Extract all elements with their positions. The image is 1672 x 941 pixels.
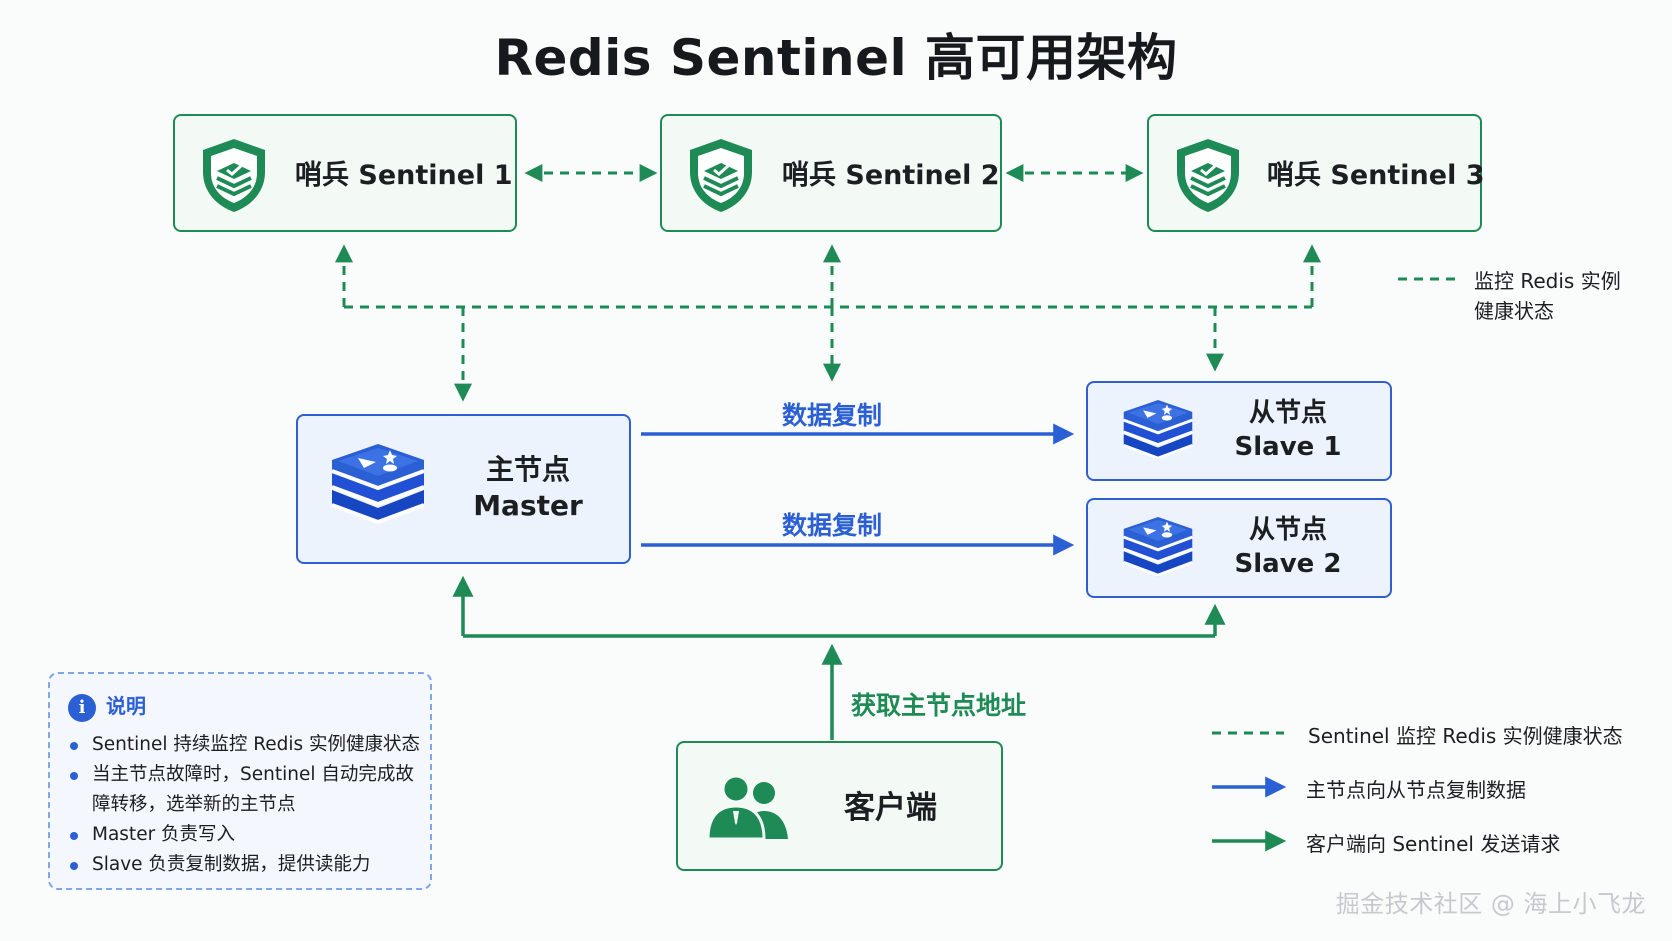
master-label: 主节点 Master [463, 452, 593, 525]
slave-2-label: 从节点 Slave 2 [1228, 514, 1348, 582]
client-label: 客户端 [844, 790, 937, 826]
slave-1-node[interactable]: 从节点 Slave 1 [1086, 381, 1392, 481]
master-line1: 主节点 [485, 453, 570, 486]
slave-2-node[interactable]: 从节点 Slave 2 [1086, 498, 1392, 598]
monitoring-bus [335, 244, 1321, 402]
replication-label-1: 数据复制 [782, 401, 883, 430]
info-icon: i [68, 693, 96, 722]
replication-label-2: 数据复制 [782, 511, 883, 540]
notes-item: Master 负责写入 [68, 820, 428, 850]
slave-2-line1: 从节点 [1248, 515, 1327, 545]
users-icon [706, 775, 788, 841]
client-node[interactable]: 客户端 [676, 741, 1003, 871]
sentinel-3-node[interactable]: 哨兵 Sentinel 3 [1147, 114, 1485, 232]
monitor-note-line2: 健康状态 [1474, 299, 1554, 323]
redis-logo-icon [1123, 399, 1193, 460]
notes-panel: i 说明 Sentinel 持续监控 Redis 实例健康状态 当主节点故障时，S… [48, 672, 432, 890]
watermark: 掘金技术社区 @ 海上小飞龙 [1335, 890, 1646, 918]
notes-item: Sentinel 持续监控 Redis 实例健康状态 [68, 730, 428, 760]
legend-item-request: 客户端向 Sentinel 发送请求 [1306, 832, 1561, 856]
master-line2: Master [473, 489, 583, 523]
legend-item-replication: 主节点向从节点复制数据 [1306, 778, 1526, 802]
sentinel-1-label: 哨兵 Sentinel 1 [295, 160, 513, 191]
client-flow-label: 获取主节点地址 [851, 691, 1027, 720]
slave-1-line2: Slave 1 [1234, 431, 1342, 462]
notes-list: Sentinel 持续监控 Redis 实例健康状态 当主节点故障时，Senti… [68, 730, 428, 880]
notes-item: Slave 负责复制数据，提供读能力 [68, 850, 428, 880]
shield-check-icon [690, 139, 752, 212]
monitor-note-line1: 监控 Redis 实例 [1474, 269, 1621, 293]
notes-item: 当主节点故障时，Sentinel 自动完成故障转移，选举新的主节点 [68, 760, 428, 820]
sentinel-2-label: 哨兵 Sentinel 2 [782, 160, 1000, 191]
shield-check-icon [203, 139, 265, 212]
notes-heading-text: 说明 [106, 694, 146, 718]
sentinel-3-label: 哨兵 Sentinel 3 [1267, 160, 1485, 191]
shield-check-icon [1177, 139, 1239, 212]
sentinel-1-node[interactable]: 哨兵 Sentinel 1 [173, 114, 517, 232]
page-title: Redis Sentinel 高可用架构 [494, 29, 1178, 87]
slave-1-label: 从节点 Slave 1 [1228, 397, 1348, 465]
redis-logo-icon [1123, 516, 1193, 577]
slave-1-line1: 从节点 [1248, 398, 1327, 428]
sentinel-2-node[interactable]: 哨兵 Sentinel 2 [660, 114, 1002, 232]
master-node[interactable]: 主节点 Master [296, 414, 631, 564]
monitor-note: 监控 Redis 实例 健康状态 [1474, 266, 1621, 326]
client-request-lines [452, 575, 1226, 740]
legend-item-monitor: Sentinel 监控 Redis 实例健康状态 [1308, 724, 1623, 748]
redis-logo-icon [331, 444, 425, 525]
slave-2-line2: Slave 2 [1234, 548, 1342, 579]
notes-heading: i 说明 [68, 690, 146, 722]
